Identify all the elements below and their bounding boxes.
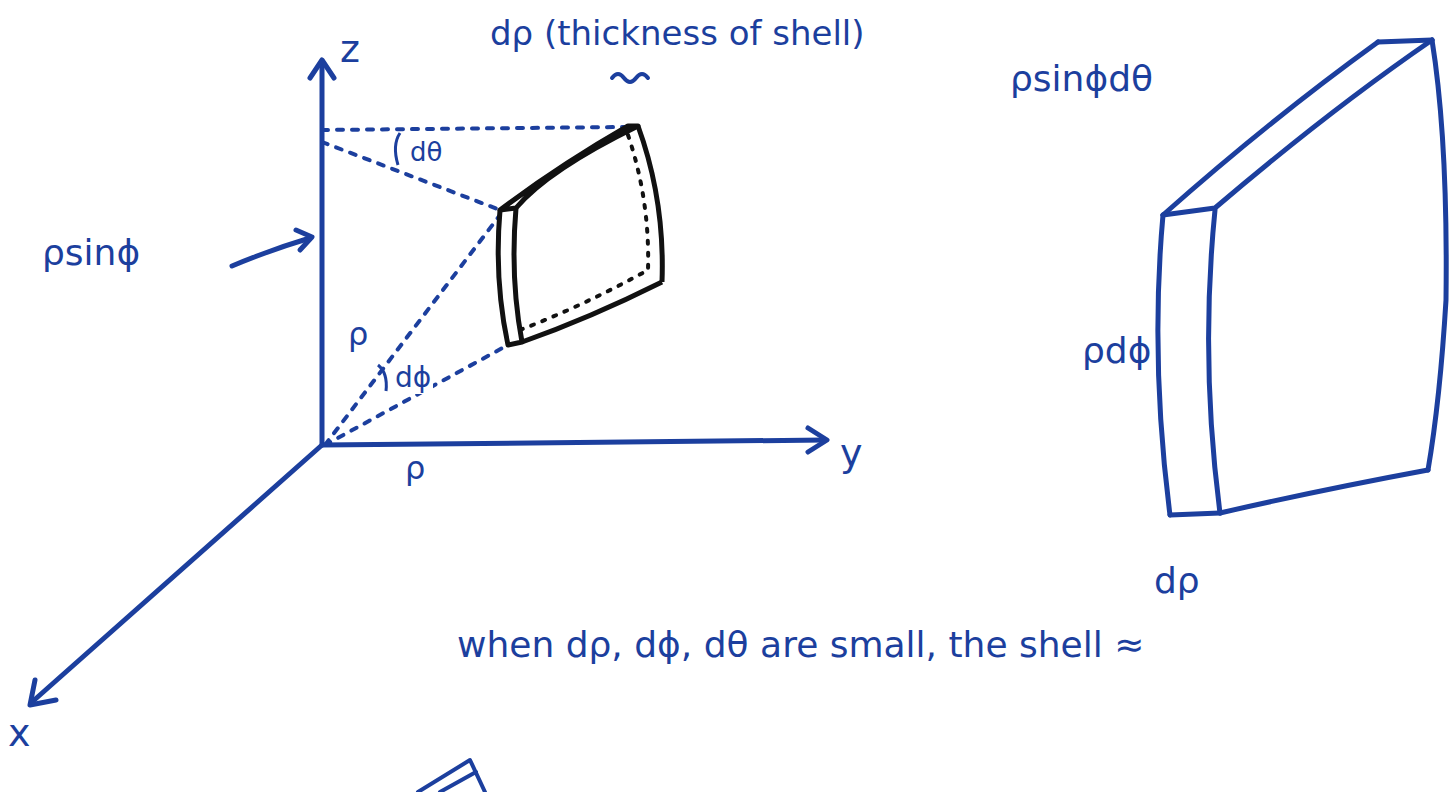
shell-top xyxy=(500,126,638,210)
enlarged-shell xyxy=(1158,215,1170,515)
angle-bracket xyxy=(395,133,400,165)
partial-sketch xyxy=(440,772,476,792)
z-axis xyxy=(320,62,325,445)
shell-edge xyxy=(522,282,662,342)
dimension-label: dρ xyxy=(1152,560,1202,601)
y-axis xyxy=(322,440,825,445)
enlarged-shell xyxy=(1163,40,1432,215)
partial-sketch xyxy=(418,760,485,792)
axis-label: z xyxy=(338,28,362,72)
enlarged-shell xyxy=(1428,40,1446,470)
leader-arrow xyxy=(232,238,310,266)
axis-label: y xyxy=(838,432,865,476)
y-arrowhead xyxy=(808,428,827,452)
shell-edge xyxy=(638,126,662,282)
dashed-line xyxy=(325,215,500,445)
dashed-line xyxy=(325,345,508,445)
enlarged-shell xyxy=(1170,513,1220,515)
enlarged-shell xyxy=(1163,42,1378,215)
leader-arrowhead xyxy=(296,230,312,250)
wavy-mark xyxy=(612,74,648,82)
dimension-label: ρsinϕ xyxy=(40,232,142,273)
enlarged-shell xyxy=(1209,210,1220,513)
hidden-edge xyxy=(520,270,648,330)
enlarged-shell xyxy=(1378,40,1432,42)
radius-label: ρ xyxy=(403,450,427,487)
note-text: when dρ, dϕ, dθ are small, the shell ≈ xyxy=(455,624,1146,665)
angle-label: dθ xyxy=(408,138,444,168)
angle-bracket xyxy=(378,365,386,391)
hidden-edge xyxy=(628,135,648,270)
angle-label: dϕ xyxy=(393,362,433,394)
x-arrowhead xyxy=(30,680,56,705)
dimension-label: dρ (thickness of shell) xyxy=(488,14,867,53)
dimension-label: ρdϕ xyxy=(1080,330,1153,371)
shell-side xyxy=(498,208,522,345)
enlarged-shell xyxy=(1220,470,1428,513)
x-axis xyxy=(32,445,322,702)
dimension-label: ρsinϕdθ xyxy=(1008,58,1155,99)
axis-label: x xyxy=(6,712,33,756)
z-arrowhead xyxy=(310,60,334,78)
dashed-line xyxy=(322,127,625,130)
radius-label: ρ xyxy=(346,316,370,353)
